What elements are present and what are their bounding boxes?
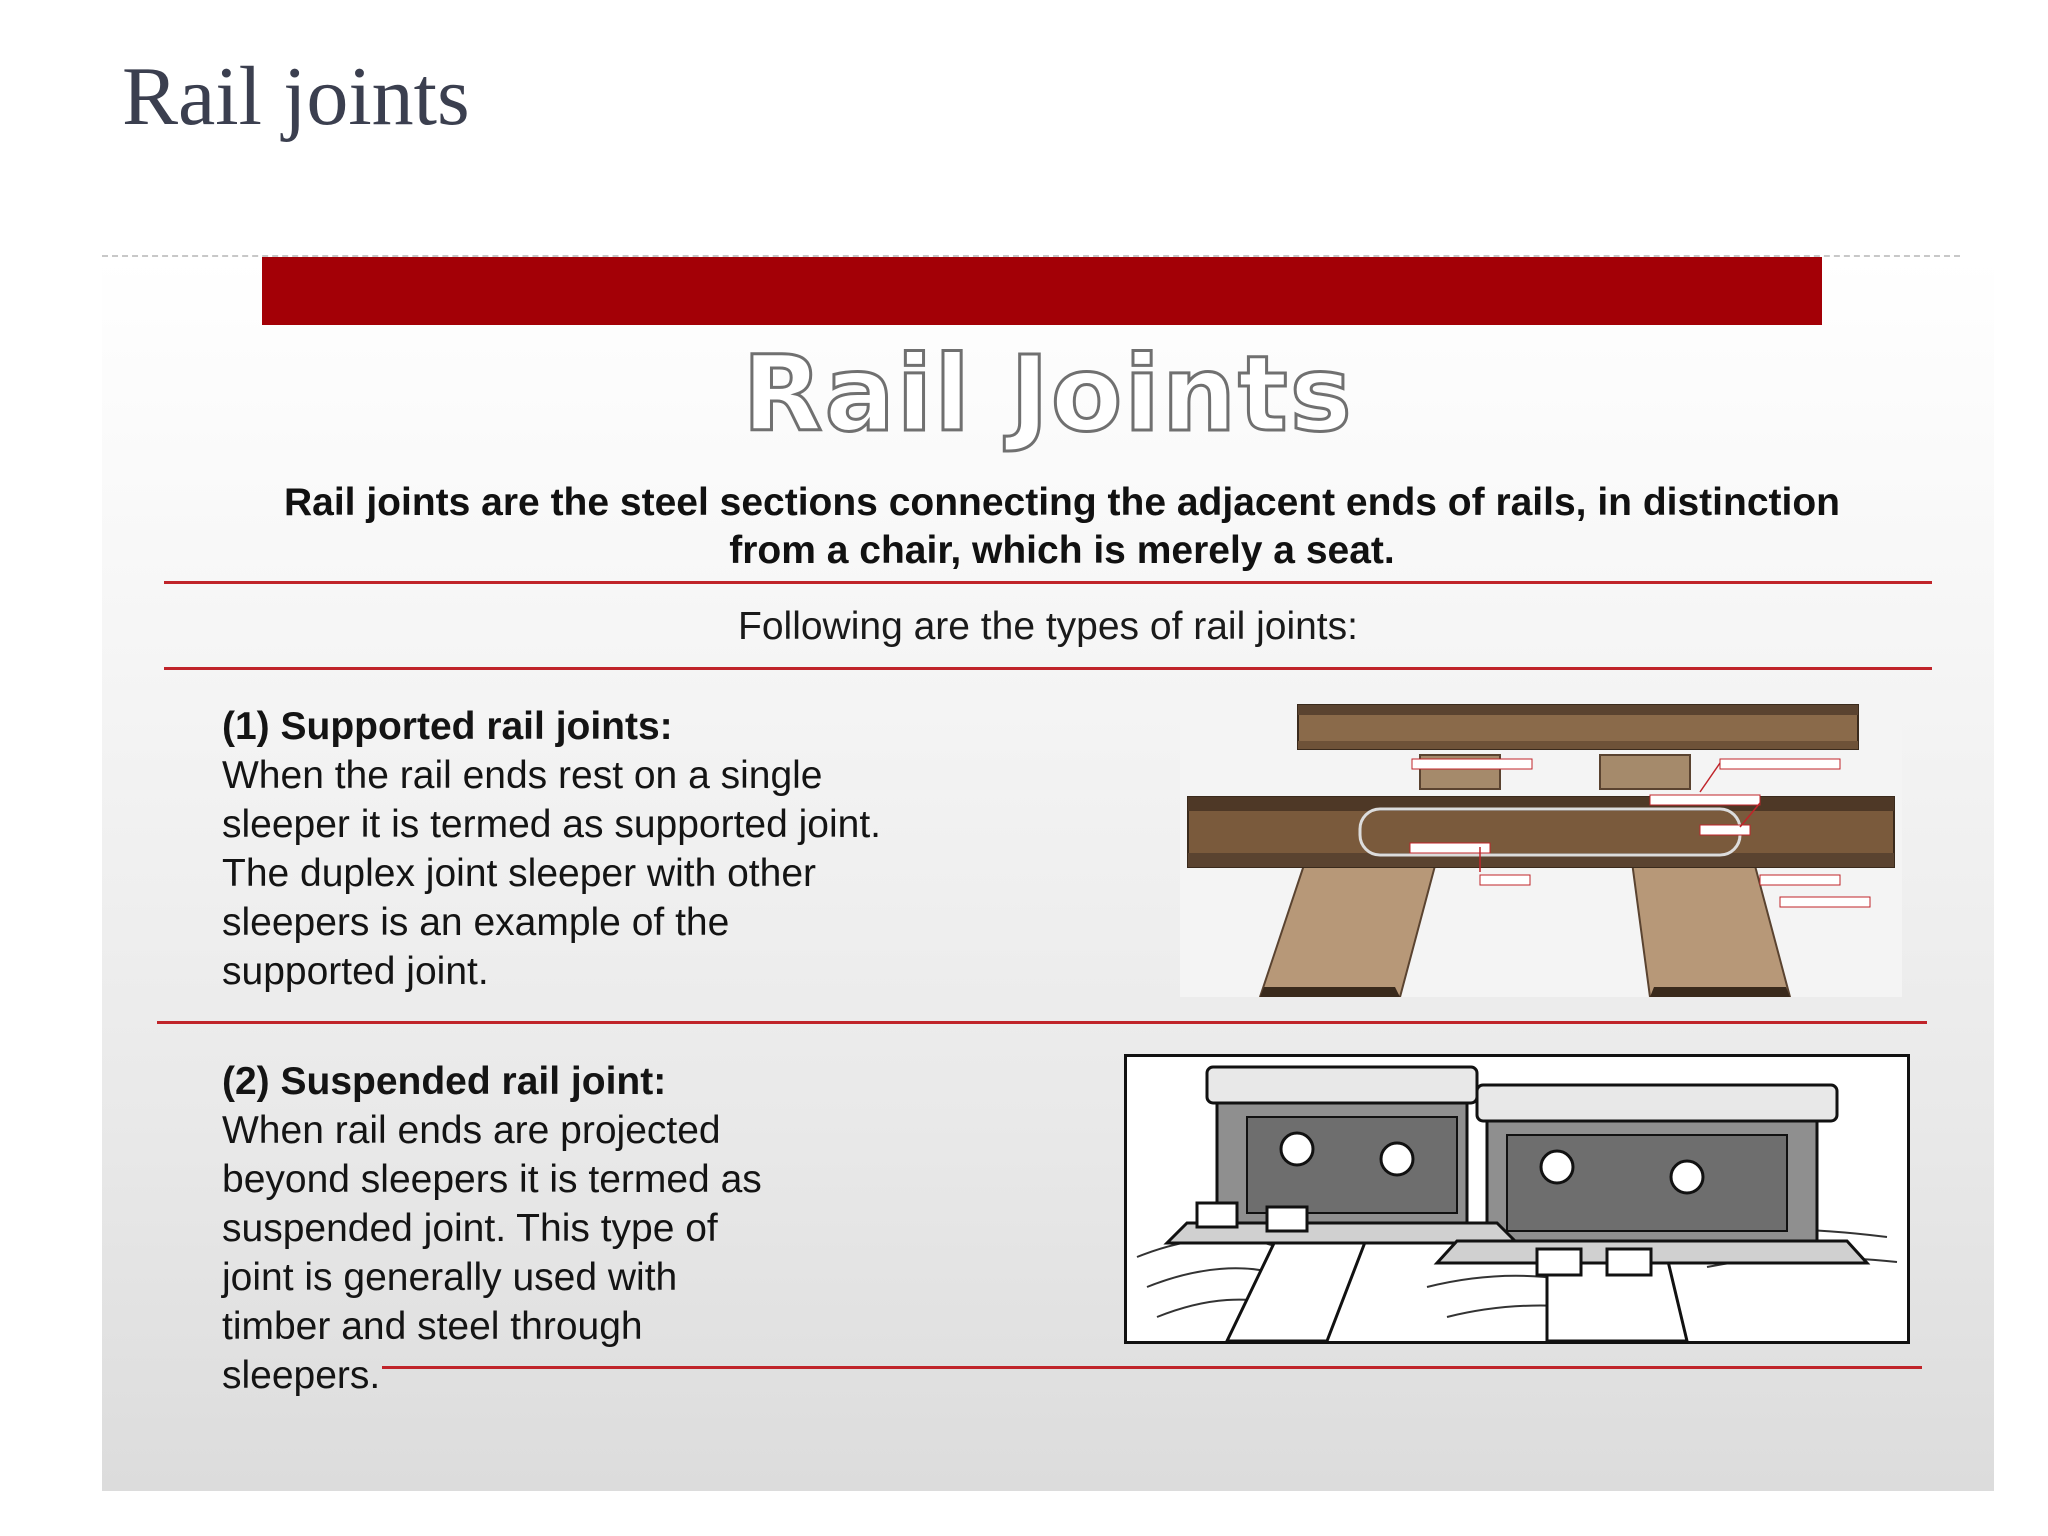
types-intro: Following are the types of rail joints: xyxy=(738,605,1358,648)
suspended-joint-drawing xyxy=(1136,1065,1898,1343)
content-image-panel: Rail Joints Rail joints are the steel se… xyxy=(102,257,1994,1491)
red-header-bar xyxy=(262,257,1822,325)
supported-joint-illustration xyxy=(1180,697,1902,998)
section-heading: (1) Supported rail joints: xyxy=(222,705,673,748)
definition-text: Rail joints are the steel sections conne… xyxy=(283,481,1840,572)
section-suspended-joint: (2) Suspended rail joint: When rail ends… xyxy=(222,1057,762,1400)
panel-heading: Rail Joints xyxy=(741,333,1354,455)
section-heading: (2) Suspended rail joint: xyxy=(222,1060,667,1103)
dashed-divider xyxy=(102,255,1960,257)
section-body: When the rail ends rest on a single slee… xyxy=(222,754,882,993)
section-body: When rail ends are projected beyond slee… xyxy=(222,1109,762,1397)
suspended-joint-illustration xyxy=(1124,1054,1910,1344)
slide-title: Rail joints xyxy=(122,50,470,143)
supported-joint-drawing xyxy=(1187,704,1895,998)
red-rule-1 xyxy=(164,581,1932,584)
section-supported-joint: (1) Supported rail joints: When the rail… xyxy=(222,702,881,996)
red-rule-2 xyxy=(164,667,1932,670)
red-rule-4 xyxy=(382,1366,1922,1369)
red-rule-3 xyxy=(157,1021,1927,1024)
